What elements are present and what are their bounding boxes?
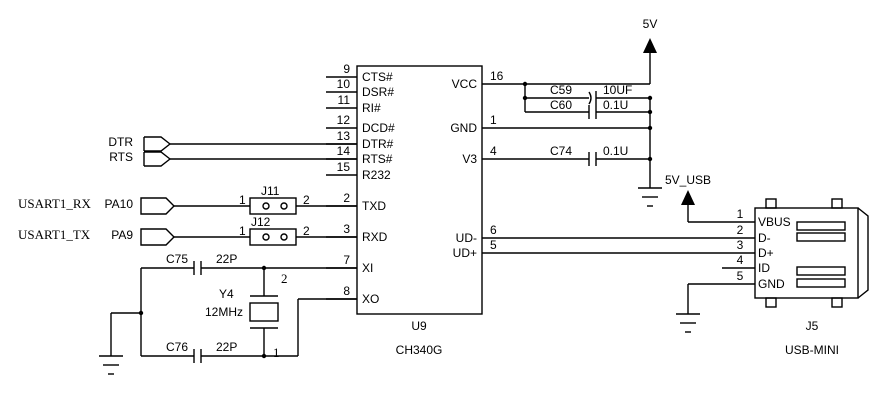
c59-value: 10UF (603, 83, 632, 97)
ic-pin-number: 9 (343, 62, 350, 76)
ic-pin-number: 15 (337, 160, 351, 174)
ic-body (356, 65, 483, 315)
j11-pin-b: 2 (303, 193, 310, 207)
y4-pin-a: 2 (281, 271, 288, 286)
ic-pin-number: 12 (337, 113, 351, 127)
junction-dot (522, 81, 528, 87)
usb-pin-name: D+ (758, 246, 774, 260)
y4-ref: Y4 (219, 287, 234, 301)
ic-pin-name: DCD# (362, 121, 395, 135)
ic-pin-number: 3 (343, 222, 350, 236)
ic-pin-name: V3 (462, 152, 477, 166)
usb-pin-name: GND (758, 277, 785, 291)
usart-tx-label: USART1_TX (18, 227, 91, 242)
usb-pin-number: 1 (737, 207, 744, 221)
c76-value: 22P (216, 340, 237, 354)
ic-pin-number: 5 (490, 238, 497, 252)
c74-ref: C74 (550, 144, 572, 158)
pa9-label: PA9 (111, 228, 133, 242)
ic-pin-number: 8 (343, 284, 350, 298)
ic-pin-name: VCC (452, 77, 478, 91)
ic-pin-number: 11 (338, 93, 351, 107)
y4-value: 12MHz (205, 305, 243, 319)
ic-pin-name: DTR# (362, 137, 394, 151)
usb-pin-number: 2 (737, 223, 744, 237)
j12-pin-b: 2 (303, 224, 310, 238)
ic-pin-number: 6 (490, 223, 497, 237)
rts-port-icon (144, 151, 171, 160)
ic-pin-number: 13 (337, 129, 351, 143)
ic-pin-name: UD- (456, 231, 477, 245)
ic-pin-number: 2 (343, 191, 350, 205)
ic-pin-number: 10 (337, 77, 351, 91)
ic-pin-number: 14 (337, 144, 351, 158)
y4-pin-b: 1 (273, 345, 280, 360)
c75-value: 22P (216, 252, 237, 266)
rts-label: RTS (109, 150, 133, 164)
ic-pin-name: RTS# (362, 152, 393, 166)
vcc-label: 5V (643, 17, 658, 31)
ic-pin-name: XO (362, 292, 379, 306)
c59-plate-curved (588, 91, 592, 105)
j12-body (249, 228, 297, 246)
c60-value: 0.1U (603, 98, 628, 112)
c59-ref: C59 (550, 83, 572, 97)
ic-ref: U9 (411, 319, 427, 333)
j12-ref: J12 (251, 215, 271, 229)
usart-rx-label: USART1_RX (18, 196, 92, 211)
ic-pin-number: 16 (490, 69, 504, 83)
pa10-label: PA10 (105, 197, 134, 211)
usb-ref: J5 (806, 319, 819, 333)
usb-pin-name: ID (758, 261, 770, 275)
usb-pin-number: 4 (737, 253, 744, 267)
vbus-label: 5V_USB (665, 173, 711, 187)
ic-part: CH340G (396, 343, 443, 357)
ic-pin-number: 7 (343, 253, 350, 267)
usb-part: USB-MINI (785, 343, 839, 357)
dtr-label: DTR (108, 135, 133, 149)
c76-ref: C76 (166, 340, 188, 354)
c60-ref: C60 (550, 98, 572, 112)
j11-pin-a: 1 (239, 193, 246, 207)
usb-pin-name: VBUS (758, 215, 791, 229)
vbus-arrow-icon (681, 190, 695, 205)
vcc-arrow-icon (643, 38, 657, 53)
y4-body (249, 302, 279, 322)
j12-pin-a: 1 (239, 224, 246, 238)
c74-value: 0.1U (603, 144, 628, 158)
ic-pin-number: 1 (490, 113, 497, 127)
ic-pin-name: TXD (362, 199, 386, 213)
ic-pin-name: CTS# (362, 70, 393, 84)
ic-pin-name: UD+ (453, 246, 477, 260)
j11-body (249, 197, 297, 215)
c75-ref: C75 (166, 252, 188, 266)
dtr-port-icon (144, 136, 171, 145)
ic-pin-name: RXD (362, 230, 388, 244)
usb-mini-connector (754, 198, 869, 308)
usb-pin-number: 3 (737, 238, 744, 252)
usb-pin-number: 5 (737, 269, 744, 283)
ic-pin-number: 4 (490, 144, 497, 158)
ic-pin-name: DSR# (362, 85, 394, 99)
ic-pin-name: R232 (362, 168, 391, 182)
pa9-port-icon (140, 228, 175, 246)
pa10-port-icon (140, 197, 175, 215)
ic-pin-name: XI (362, 261, 373, 275)
usb-pin-name: D- (758, 231, 771, 245)
ic-pin-name: GND (450, 121, 477, 135)
ic-pin-name: RI# (362, 101, 381, 115)
j11-ref: J11 (261, 184, 280, 198)
